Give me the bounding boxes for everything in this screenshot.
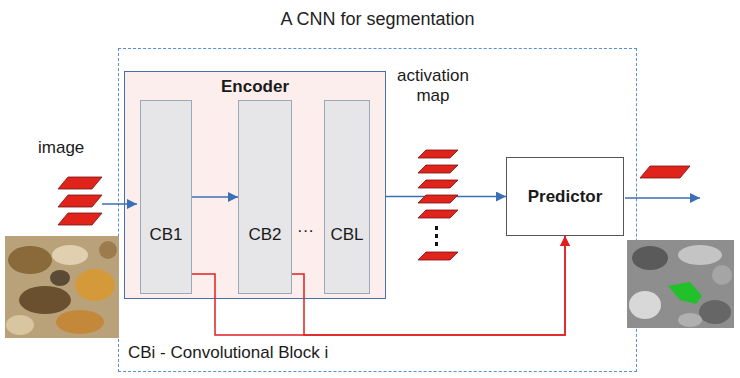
diagram-title: A CNN for segmentation (119, 9, 636, 30)
conv-block: CBL (324, 100, 370, 294)
encoder-title: Encoder (125, 77, 385, 97)
activation-label: activation map (392, 66, 474, 105)
predictor-label: Predictor (507, 187, 623, 207)
conv-block: CB2 (238, 100, 292, 294)
input-photo (5, 236, 119, 338)
input-label: image (38, 138, 84, 158)
output-photo (627, 240, 734, 328)
block-label: CB1 (141, 225, 191, 245)
flow-arrow (386, 196, 506, 198)
ellipsis-dots (435, 226, 438, 246)
encoder-box: EncoderCB1 CB2 CBL (124, 71, 386, 299)
conv-block: CB1 (140, 100, 192, 294)
ellipsis-label: ··· (297, 221, 314, 241)
block-label: CBL (325, 225, 369, 245)
legend-note: CBi - Convolutional Block i (128, 343, 328, 363)
output-map (640, 166, 690, 178)
network-boundary: A CNN for segmentationEncoderCB1CB2CBLPr… (118, 48, 637, 372)
predictor-box: Predictor (506, 157, 624, 236)
input-stack (58, 177, 102, 225)
block-label: CB2 (239, 225, 291, 245)
activation-stack (418, 150, 458, 260)
